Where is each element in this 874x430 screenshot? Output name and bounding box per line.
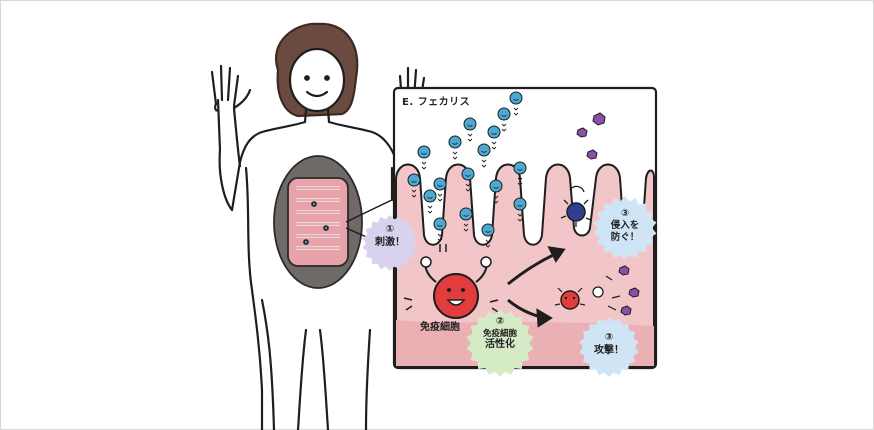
motion-chevrons bbox=[421, 161, 427, 170]
badge-1-line1: 刺激！ bbox=[375, 236, 405, 248]
motion-chevrons bbox=[501, 123, 507, 132]
bacterium bbox=[489, 179, 503, 193]
bacterium bbox=[477, 143, 491, 157]
badge-3-text: ③ 侵入を 防ぐ！ bbox=[598, 208, 652, 244]
bacterium-face bbox=[485, 230, 491, 233]
motion-chevrons bbox=[513, 107, 519, 116]
badge-1-text: ① 刺激！ bbox=[366, 224, 414, 249]
motion-chevrons bbox=[493, 195, 499, 204]
bacteria-group bbox=[407, 91, 527, 248]
badge-3-number: ③ bbox=[620, 208, 630, 219]
motion-chevrons bbox=[465, 183, 471, 192]
badge-4-line1: 攻撃！ bbox=[594, 344, 624, 356]
bacterium-face bbox=[421, 152, 427, 155]
badge-stimulus bbox=[362, 215, 418, 271]
bacterium-face bbox=[517, 168, 523, 171]
bacterium-face bbox=[427, 196, 433, 199]
motion-chevrons bbox=[491, 141, 497, 150]
bacterium-face bbox=[467, 124, 473, 127]
badge-3-line1: 侵入を bbox=[610, 219, 640, 231]
motion-chevrons bbox=[467, 133, 473, 142]
badge-1-number: ① bbox=[385, 224, 395, 235]
bacterium bbox=[448, 135, 462, 149]
bacterium bbox=[433, 177, 447, 191]
bacterium bbox=[407, 173, 421, 187]
left-hand bbox=[210, 64, 252, 112]
bacteria-label: E. フェカリス bbox=[402, 97, 471, 108]
badge-2-line1: 免疫細胞 bbox=[482, 328, 517, 339]
bacterium-face bbox=[437, 184, 443, 187]
immune-cell bbox=[403, 244, 499, 319]
motion-chevrons bbox=[463, 223, 469, 232]
bacterium-face bbox=[481, 150, 487, 153]
bacterium-face bbox=[463, 214, 469, 217]
badge-2-text: ② 免疫細胞 活性化 bbox=[470, 316, 530, 352]
badge-attack bbox=[579, 317, 639, 377]
badge-2-number: ② bbox=[495, 316, 505, 327]
bacterium bbox=[481, 223, 495, 237]
bacterium bbox=[461, 167, 475, 181]
smile bbox=[305, 90, 329, 98]
motion-chevrons bbox=[517, 177, 523, 186]
bacterium bbox=[509, 91, 523, 105]
bacterium-face bbox=[517, 204, 523, 207]
motion-chevrons bbox=[485, 239, 491, 248]
bacterium-face bbox=[491, 132, 497, 135]
action-arrows bbox=[507, 246, 566, 328]
badge-4-text: ③ 攻撃！ bbox=[582, 332, 636, 357]
face bbox=[288, 47, 346, 113]
bacterium-face bbox=[493, 186, 499, 189]
bacterium bbox=[417, 145, 431, 159]
badge-activation bbox=[466, 309, 534, 377]
bacterium bbox=[513, 161, 527, 175]
bacterium-face bbox=[465, 174, 471, 177]
bacterium bbox=[513, 197, 527, 211]
bacterium bbox=[497, 107, 511, 121]
bacterium-face bbox=[411, 180, 417, 183]
badge-4-number: ③ bbox=[604, 332, 614, 343]
intestines bbox=[273, 155, 363, 289]
bacterium bbox=[433, 217, 447, 231]
bacterium-face bbox=[513, 98, 519, 101]
bacterium bbox=[487, 125, 501, 139]
motion-chevrons bbox=[481, 159, 487, 168]
motion-chevrons bbox=[427, 205, 433, 214]
motion-chevrons bbox=[411, 189, 417, 198]
bacterium bbox=[423, 189, 437, 203]
pathogens bbox=[554, 112, 640, 316]
bacterium-face bbox=[437, 224, 443, 227]
eye-right bbox=[324, 75, 330, 81]
motion-chevrons bbox=[452, 151, 458, 160]
bacterium-face bbox=[452, 142, 458, 145]
bacterium bbox=[463, 117, 477, 131]
immune-cell-label: 免疫細胞 bbox=[420, 322, 460, 333]
motion-chevrons bbox=[437, 193, 443, 202]
eye-left bbox=[304, 75, 310, 81]
motion-chevrons bbox=[517, 213, 523, 222]
motion-chevrons bbox=[437, 233, 443, 242]
badge-2-line2: 活性化 bbox=[485, 339, 515, 351]
badge-prevent bbox=[593, 196, 657, 260]
bacterium bbox=[459, 207, 473, 221]
badge-3-line2: 防ぐ！ bbox=[610, 231, 640, 243]
bacterium-face bbox=[501, 114, 507, 117]
